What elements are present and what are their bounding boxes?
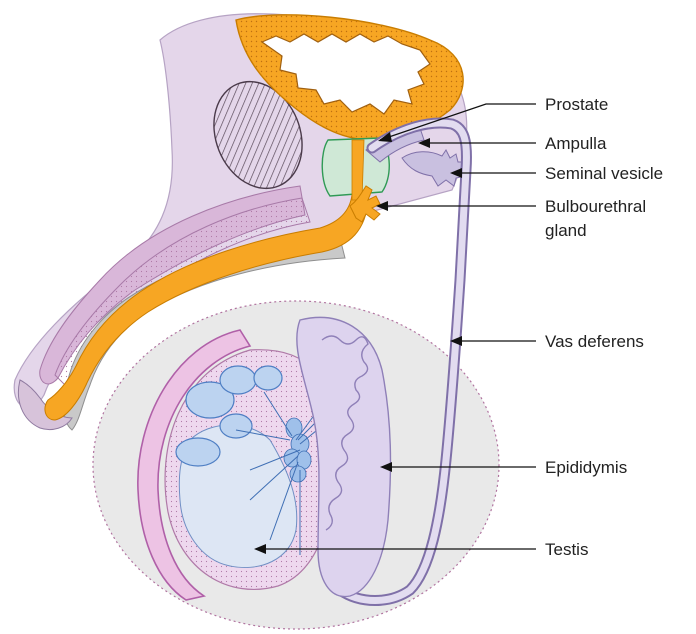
label-epididymis: Epididymis: [545, 458, 627, 477]
label-seminal-vesicle: Seminal vesicle: [545, 164, 663, 183]
label-bulbourethral-line2: gland: [545, 221, 587, 240]
label-bulbourethral-line1: Bulbourethral: [545, 197, 646, 216]
label-prostate: Prostate: [545, 95, 608, 114]
label-vas-deferens: Vas deferens: [545, 332, 644, 351]
label-testis: Testis: [545, 540, 588, 559]
prostatic-urethra: [352, 140, 364, 200]
label-ampulla: Ampulla: [545, 134, 607, 153]
